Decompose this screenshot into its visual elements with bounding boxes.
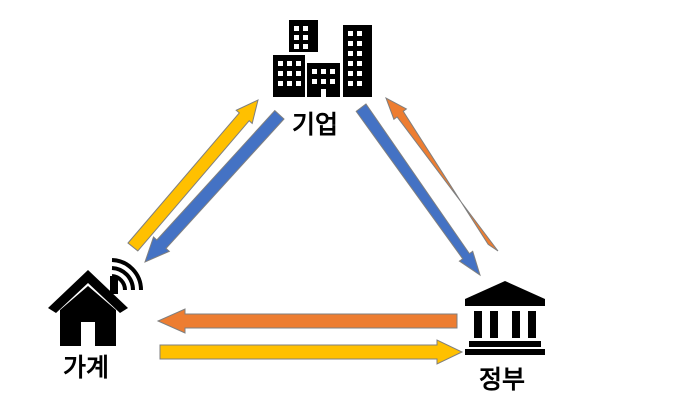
government-label: 정부 [479,365,526,394]
arrow-government-to-household [156,308,458,334]
smart-home-icon [48,258,143,346]
government-building-icon [465,281,545,355]
arrow-household-to-government [159,339,464,365]
arrow-government-to-company [385,96,499,252]
company-label: 기업 [292,110,339,139]
office-buildings-icon [273,20,372,97]
arrow-company-to-government [355,103,481,277]
arrow-household-to-company [127,99,259,252]
arrow-company-to-household [144,109,285,263]
household-label: 가계 [63,353,110,382]
